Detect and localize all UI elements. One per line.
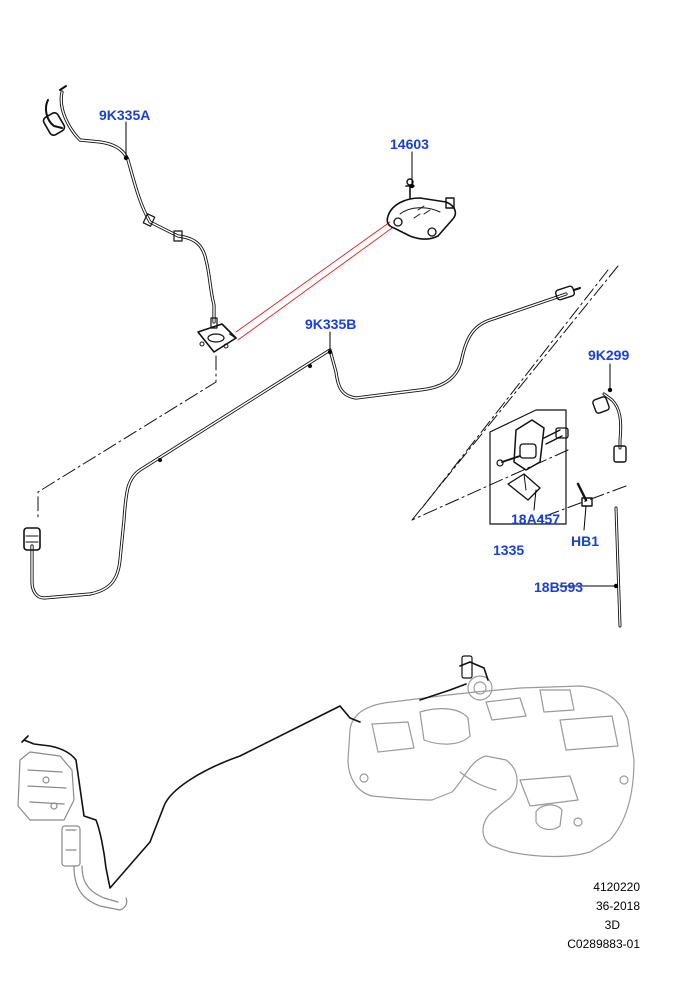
callout-1335[interactable]: 1335 <box>493 542 525 558</box>
callout-9k335b[interactable]: 9K335B <box>305 316 357 332</box>
leader-lines <box>125 121 617 587</box>
callout-hb1[interactable]: HB1 <box>571 533 600 549</box>
vent-routing-overview <box>21 655 489 889</box>
canister-overview <box>17 751 128 911</box>
callout-14603[interactable]: 14603 <box>390 136 429 152</box>
vent-tube-9k335b <box>23 285 581 600</box>
valve-bracket-left <box>197 317 237 353</box>
reference-line-1: 4120220 <box>593 880 640 894</box>
callout-9k335a[interactable]: 9K335A <box>99 107 151 123</box>
reference-line-2: 36-2018 <box>595 899 640 913</box>
reference-line-3: 3D <box>604 918 620 932</box>
rod-18b593 <box>614 506 622 628</box>
vent-tube-9k335a <box>42 85 216 324</box>
assembly-link-line-left <box>37 355 217 521</box>
highlight-link-lines <box>235 221 393 341</box>
projection-lines-right <box>411 265 627 521</box>
sensor-18a457 <box>496 419 569 501</box>
hose-9k299 <box>592 392 627 463</box>
fuel-tank-overview <box>347 675 635 858</box>
callout-18b593[interactable]: 18B593 <box>534 579 584 595</box>
leader-dots <box>123 155 619 589</box>
bolt-hb1 <box>576 482 593 507</box>
reference-line-4: C0289883-01 <box>567 937 640 951</box>
reference-block: 4120220 36-2018 3D C0289883-01 <box>567 878 640 954</box>
valve-14603 <box>386 178 457 240</box>
group-bracket-1335 <box>489 409 567 525</box>
callout-9k299[interactable]: 9K299 <box>588 347 630 363</box>
callout-18a457[interactable]: 18A457 <box>511 511 561 527</box>
